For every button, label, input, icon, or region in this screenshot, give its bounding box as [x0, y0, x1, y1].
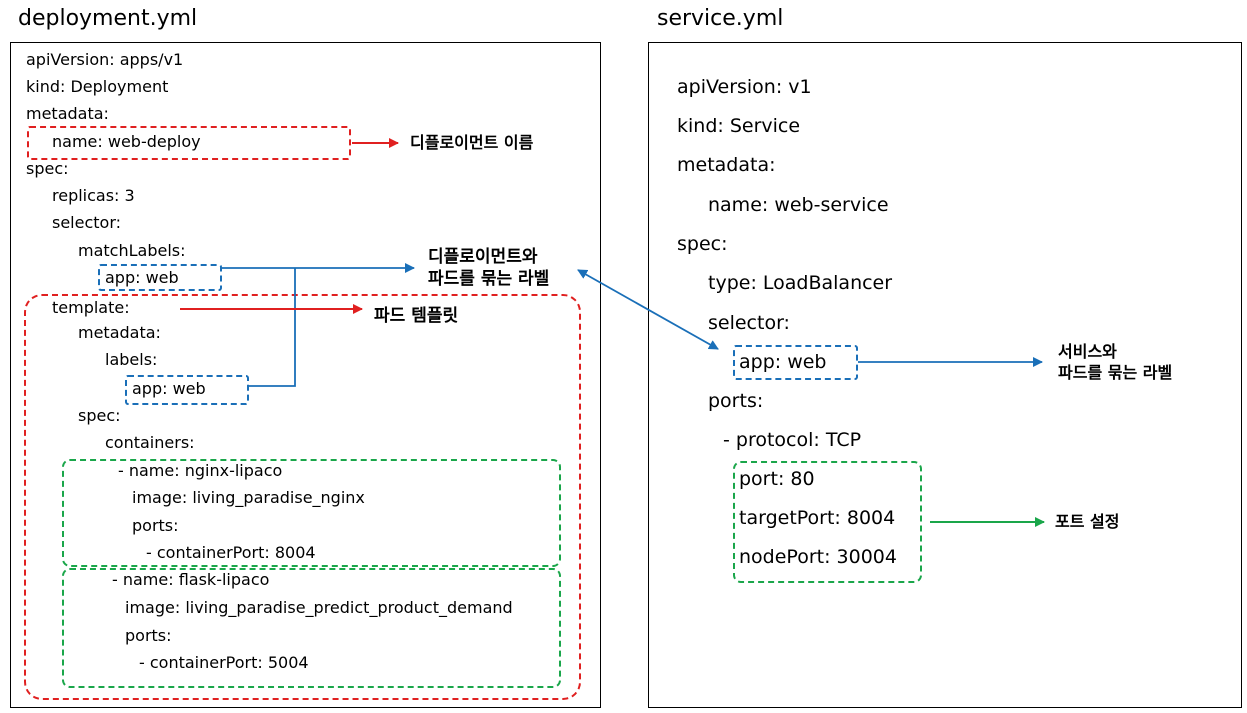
code-line: metadata: [677, 154, 776, 176]
service-ports-highlight [733, 461, 922, 583]
annotation-port-setting: 포트 설정 [1055, 512, 1120, 531]
code-line: kind: Deployment [26, 77, 169, 96]
code-line: ports: [132, 516, 179, 535]
code-line: - containerPort: 8004 [146, 543, 316, 562]
code-line: name: web-deploy [52, 132, 201, 151]
code-line: ports: [125, 626, 172, 645]
code-line: selector: [708, 312, 790, 334]
code-line: kind: Service [677, 115, 801, 137]
code-line: spec: [677, 233, 728, 255]
code-line: matchLabels: [78, 241, 186, 260]
code-line: apiVersion: apps/v1 [26, 50, 184, 69]
service-selector-highlight [733, 345, 858, 380]
code-line: image: living_paradise_nginx [132, 488, 365, 507]
code-line: nodePort: 30004 [739, 546, 897, 568]
flask-container-highlight [62, 568, 561, 688]
annotation-line: 디플로이먼트와 [428, 247, 538, 267]
arrow-link-labels [577, 269, 719, 350]
code-line: template: [52, 298, 130, 317]
code-line: - name: nginx-lipaco [118, 461, 283, 480]
annotation-deploy-name: 디플로이먼트 이름 [410, 133, 534, 152]
code-line: selector: [52, 213, 122, 232]
annotation-pod-template: 파드 템플릿 [374, 306, 459, 326]
annotation-line: 파드를 묶는 라벨 [1058, 362, 1173, 382]
code-line: app: web [739, 351, 827, 373]
code-line: app: web [105, 268, 179, 287]
code-line: labels: [105, 350, 158, 369]
annotation-deploy-label: 디플로이먼트와 파드를 묶는 라벨 [428, 246, 549, 290]
wire-pod-label [249, 268, 296, 387]
code-line: - containerPort: 5004 [139, 653, 309, 672]
code-line: - name: flask-lipaco [112, 570, 270, 589]
code-line: spec: [26, 159, 69, 178]
annotation-line: 파드를 묶는 라벨 [428, 269, 550, 290]
code-line: containers: [105, 433, 195, 452]
pod-template-highlight [24, 294, 581, 700]
code-line: replicas: 3 [52, 186, 135, 205]
deployment-panel [10, 42, 601, 708]
deployment-title: deployment.yml [18, 6, 198, 31]
annotation-service-label: 서비스와 파드를 묶는 라벨 [1058, 342, 1172, 384]
code-line: - protocol: TCP [723, 429, 862, 451]
service-title: service.yml [657, 6, 784, 31]
annotation-line: 서비스와 [1058, 342, 1117, 361]
code-line: port: 80 [739, 468, 815, 490]
code-line: type: LoadBalancer [708, 272, 893, 294]
deploy-name-highlight [27, 126, 351, 160]
code-line: targetPort: 8004 [739, 507, 896, 529]
code-line: app: web [132, 379, 206, 398]
code-line: metadata: [26, 104, 109, 123]
pod-label-highlight [125, 375, 249, 405]
code-line: metadata: [78, 323, 161, 342]
code-line: spec: [78, 406, 121, 425]
code-line: name: web-service [708, 194, 889, 216]
nginx-container-highlight [62, 459, 561, 567]
code-line: apiVersion: v1 [677, 76, 812, 98]
code-line: image: living_paradise_predict_product_d… [125, 598, 513, 617]
deploy-matchlabel-highlight [98, 264, 222, 291]
code-line: ports: [708, 390, 764, 412]
service-panel [648, 42, 1242, 708]
